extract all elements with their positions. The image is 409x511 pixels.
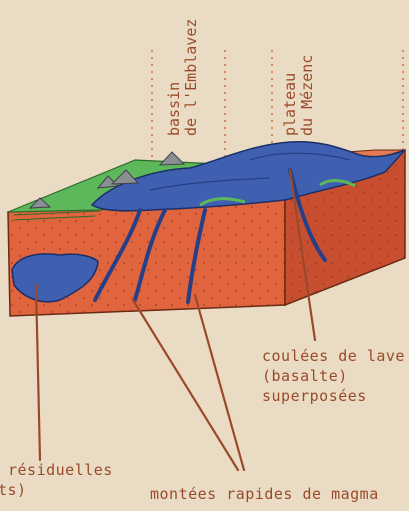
label-coulees-line3: superposées (262, 386, 405, 406)
label-coulees-line1: coulées de lave (262, 346, 405, 366)
label-residuelles-line2: ts) (0, 480, 113, 500)
label-coulees: coulées de lave (basalte) superposées (262, 346, 405, 406)
label-plateau-line2: du Mézenc (299, 55, 316, 136)
label-bassin: bassin de l'Emblavez (166, 19, 200, 136)
label-coulees-line2: (basalte) (262, 366, 405, 386)
label-plateau-line1: plateau (282, 55, 299, 136)
label-bassin-line1: bassin (166, 19, 183, 136)
label-residuelles-line1: résiduelles (0, 460, 113, 480)
label-bassin-line2: de l'Emblavez (183, 19, 200, 136)
label-montees: montées rapides de magma (150, 484, 379, 504)
label-plateau: plateau du Mézenc (282, 55, 316, 136)
label-residuelles: résiduelles ts) (0, 460, 113, 500)
